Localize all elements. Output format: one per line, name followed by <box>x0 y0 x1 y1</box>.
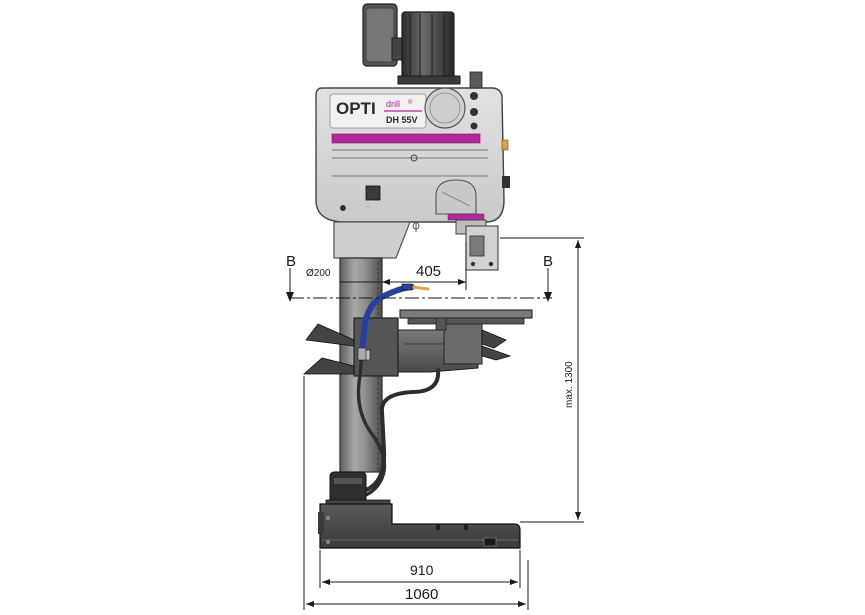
coolant-pump-icon <box>329 471 367 505</box>
tilt-lever <box>481 329 507 349</box>
accent-stripe <box>331 133 481 144</box>
throat-depth-label: 405 <box>416 263 441 280</box>
knob <box>470 108 478 116</box>
spindle-assembly <box>412 213 499 271</box>
svg-text:◦ ◦: ◦ ◦ <box>366 204 371 209</box>
machine-base <box>318 471 521 549</box>
brand-mark: ® <box>408 99 413 106</box>
clamp-lever <box>302 357 355 375</box>
work-table <box>399 309 533 319</box>
clamp-lever <box>305 323 355 347</box>
motor-assembly <box>362 3 461 85</box>
section-label-left: B <box>286 253 296 270</box>
column-neck <box>333 221 411 259</box>
column-diameter-label: Ø200 <box>306 268 331 279</box>
power-switch-icon <box>365 185 381 201</box>
drill-head: OPTI drill ® DH 55V ◦ ◦ <box>315 71 510 223</box>
handwheel-disk <box>424 87 466 129</box>
section-label-right: B <box>543 253 553 270</box>
dimension-lines <box>289 237 584 610</box>
coolant-return-hose <box>358 368 441 494</box>
brand-sub: drill <box>386 99 400 109</box>
table-arm <box>302 309 533 377</box>
model-label: DH 55V <box>386 115 418 125</box>
max-height-label: max. 1300 <box>564 361 575 408</box>
base-width-label: 910 <box>410 562 434 578</box>
spindle-guard <box>435 179 477 215</box>
overall-width-label: 1060 <box>405 586 438 603</box>
knob <box>470 122 478 130</box>
brand-logo: OPTI <box>336 99 376 118</box>
coolant-nozzle <box>352 283 430 500</box>
dimension-arrows <box>286 240 581 607</box>
knob <box>470 92 478 100</box>
